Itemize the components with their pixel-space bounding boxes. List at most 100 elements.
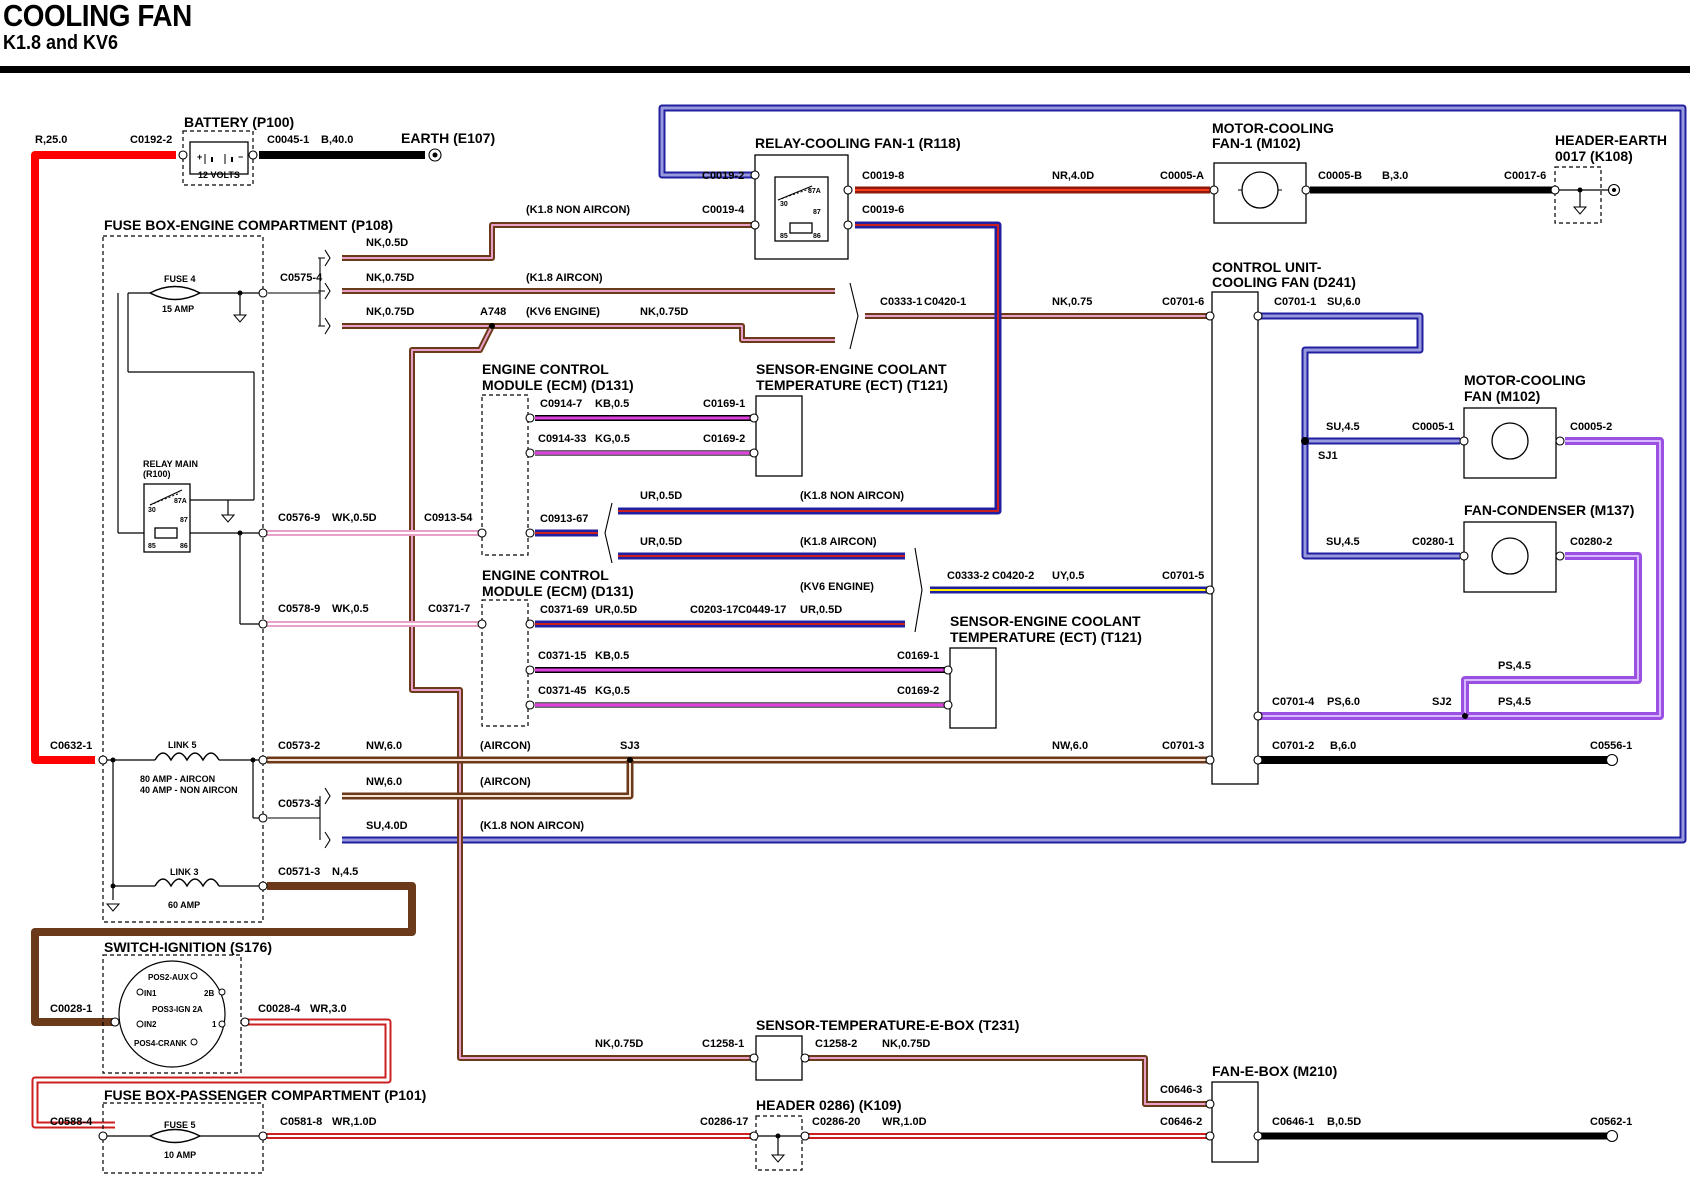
label-c0701-4: C0701-4: [1272, 696, 1315, 708]
relay-main-pin-86: 86: [180, 543, 188, 550]
label-c1258-1: C1258-1: [702, 1038, 744, 1050]
label-ect2-a: SENSOR-ENGINE COOLANT: [950, 613, 1141, 629]
header: COOLING FAN K1.8 and KV6: [0, 0, 1690, 73]
label-wk05d: WK,0.5D: [332, 512, 377, 524]
svg-text:+: +: [197, 152, 202, 162]
label-c0005-1: C0005-1: [1412, 421, 1454, 433]
label-a748: A748: [480, 306, 506, 318]
label-c0371-45: C0371-45: [538, 685, 586, 697]
label-b40: B,40.0: [321, 134, 353, 146]
label-k18-aircon-a: (K1.8 AIRCON): [526, 272, 603, 284]
label-ur05d-d: UR,0.5D: [800, 604, 842, 616]
label-c0005-2: C0005-2: [1570, 421, 1612, 433]
label-c0371-69: C0371-69: [540, 604, 588, 616]
earth-e107: [428, 148, 442, 162]
label-header-earth-b: 0017 (K108): [1555, 148, 1633, 164]
label-wr10d-b: WR,1.0D: [882, 1116, 927, 1128]
label-c0017-6: C0017-6: [1504, 170, 1546, 182]
label-su45a: SU,4.5: [1326, 421, 1360, 433]
label-fan-condenser: FAN-CONDENSER (M137): [1464, 502, 1634, 518]
label-su6: SU,6.0: [1327, 296, 1361, 308]
label-c0578-9: C0578-9: [278, 603, 320, 615]
label-link5-a: 80 AMP - AIRCON: [140, 774, 215, 784]
label-su40d: SU,4.0D: [366, 820, 408, 832]
label-in1: IN1: [144, 989, 157, 998]
label-k18-non-aircon-c: (K1.8 NON AIRCON): [480, 820, 584, 832]
label-cu-fan-a: CONTROL UNIT-: [1212, 259, 1322, 275]
page-title: COOLING FAN: [3, 0, 192, 33]
label-c0420-2: C0420-2: [992, 570, 1034, 582]
label-c0573-2: C0573-2: [278, 740, 320, 752]
splice-a748: [489, 323, 495, 329]
label-kg05b: KG,0.5: [595, 685, 630, 697]
label-b30: B,3.0: [1382, 170, 1408, 182]
motor-cooling-fan-2: [1459, 407, 1565, 479]
label-k18-non-aircon-a: (K1.8 NON AIRCON): [526, 204, 630, 216]
label-kb05a: KB,0.5: [595, 398, 629, 410]
label-ect1-a: SENSOR-ENGINE COOLANT: [756, 361, 947, 377]
label-ps60: PS,6.0: [1327, 696, 1360, 708]
label-pos2: POS2-AUX: [148, 973, 190, 982]
label-k18-aircon-b: (K1.8 AIRCON): [800, 536, 877, 548]
relay-main-pin-85: 85: [148, 543, 156, 550]
label-c0573-3: C0573-3: [278, 798, 320, 810]
label-in2: IN2: [144, 1020, 157, 1029]
sensor-temperature-ebox: [749, 1035, 810, 1081]
label-ps45b: PS,4.5: [1498, 696, 1531, 708]
earth-c0562: [1605, 1129, 1619, 1143]
label-fuse5: FUSE 5: [164, 1120, 196, 1130]
ecm-upper: [477, 394, 535, 556]
label-c0286-17: C0286-17: [700, 1116, 748, 1128]
label-wr10d-a: WR,1.0D: [332, 1116, 377, 1128]
label-pos3: POS3-IGN 2A: [152, 1005, 203, 1014]
label-motor-fan1-b: FAN-1 (M102): [1212, 135, 1301, 151]
label-uy05: UY,0.5: [1052, 570, 1084, 582]
battery: + − 12 VOLTS: [178, 130, 258, 186]
label-fuse4-rating: 15 AMP: [162, 304, 194, 314]
relay-main-pin-87a: 87A: [174, 498, 187, 505]
label-earth-e107: EARTH (E107): [401, 130, 495, 146]
label-ecm2-a: ENGINE CONTROL: [482, 567, 609, 583]
label-nk075: NK,0.75: [1052, 296, 1092, 308]
control-unit-cooling-fan: [1205, 291, 1263, 785]
label-battery: BATTERY (P100): [184, 114, 294, 130]
wires: [31, 104, 1687, 1140]
label-kg05a: KG,0.5: [595, 433, 630, 445]
wire-su6: [1258, 312, 1460, 560]
fusebox-engine: 30 87A 87 85 86: [98, 235, 268, 923]
label-nk075d-a: NK,0.75D: [366, 272, 414, 284]
switch-ignition: [102, 954, 250, 1074]
label-c0333-2: C0333-2: [947, 570, 989, 582]
label-wk05: WK,0.5: [332, 603, 369, 615]
label-nk075d-d: NK,0.75D: [595, 1038, 643, 1050]
label-c0646-1: C0646-1: [1272, 1116, 1314, 1128]
label-wr30: WR,3.0: [310, 1003, 347, 1015]
label-c0019-8: C0019-8: [862, 170, 904, 182]
label-cu-fan-b: COOLING FAN (D241): [1212, 274, 1356, 290]
label-b60: B,6.0: [1330, 740, 1356, 752]
splice-sj1: [1301, 437, 1309, 445]
label-n45: N,4.5: [332, 866, 358, 878]
label-header-earth-a: HEADER-EARTH: [1555, 132, 1667, 148]
label-c0576-9: C0576-9: [278, 512, 320, 524]
label-nk075d-b: NK,0.75D: [366, 306, 414, 318]
label-ect2-b: TEMPERATURE (ECT) (T121): [950, 629, 1142, 645]
label-kv6-a: (KV6 ENGINE): [526, 306, 600, 318]
earth-c0556: [1605, 753, 1619, 767]
label-c0701-5: C0701-5: [1162, 570, 1204, 582]
label-relay-main-id: (R100): [143, 469, 171, 479]
relay-fan1-pin-87a: 87A: [808, 188, 821, 195]
wire-nk075d-kv6: [342, 323, 835, 343]
label-c0646-3: C0646-3: [1160, 1084, 1202, 1096]
label-fusebox-engine: FUSE BOX-ENGINE COMPARTMENT (P108): [104, 217, 393, 233]
label-p1: 1: [212, 1020, 217, 1029]
ect-sensor-upper: [749, 395, 803, 477]
relay-cooling-fan-1: 30 87A 87 85 86: [750, 154, 853, 260]
label-nw6-c: NW,6.0: [1052, 740, 1088, 752]
label-c0333-1: C0333-1: [880, 296, 922, 308]
label-c0286-20: C0286-20: [812, 1116, 860, 1128]
label-c0169-2a: C0169-2: [703, 433, 745, 445]
label-c0449-17: C0449-17: [738, 604, 786, 616]
label-ur05d-c: UR,0.5D: [595, 604, 637, 616]
label-fusebox-pass: FUSE BOX-PASSENGER COMPARTMENT (P101): [104, 1087, 426, 1103]
